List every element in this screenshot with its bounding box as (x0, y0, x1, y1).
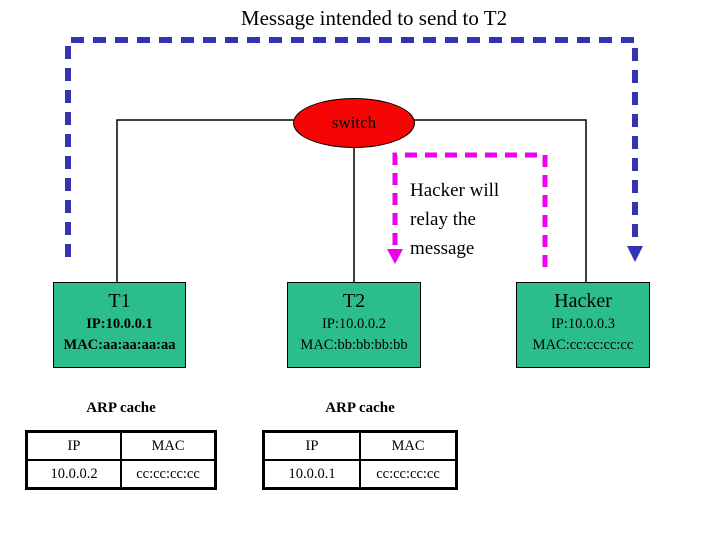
header-cell-ip: IP (262, 430, 361, 461)
arp-cache-title: ARP cache (325, 400, 395, 416)
cell-mac: cc:cc:cc:cc (359, 459, 458, 490)
header-cell-mac: MAC (120, 430, 217, 461)
relay-path-arrowhead (387, 249, 403, 264)
host-mac: MAC:cc:cc:cc:cc (532, 337, 634, 353)
hacker-relay-note: Hacker will relay the message (410, 180, 500, 259)
host-name: Hacker (554, 290, 612, 312)
header-cell-mac: MAC (359, 430, 458, 461)
table-header-row: IP MAC (25, 430, 217, 461)
table-row: 10.0.0.1 cc:cc:cc:cc (262, 459, 458, 490)
host-box-t1: T1 IP:10.0.0.1 MAC:aa:aa:aa:aa (53, 282, 186, 368)
cell-ip: 10.0.0.1 (262, 459, 361, 490)
slide-title: Message intended to send to T2 (240, 6, 508, 30)
arp-cache-section-t2: ARP cache IP MAC 10.0.0.1 cc:cc:cc:cc (262, 400, 458, 490)
switch-label: switch (331, 113, 377, 132)
host-mac: MAC:bb:bb:bb:bb (300, 337, 408, 353)
table-row: 10.0.0.2 cc:cc:cc:cc (25, 459, 217, 490)
arp-cache-table: IP MAC 10.0.0.1 cc:cc:cc:cc (262, 430, 458, 490)
host-name: T1 (108, 290, 131, 312)
message-path-dashed-frame (65, 37, 638, 257)
switch-node: switch (293, 98, 415, 148)
host-ip: IP:10.0.0.3 (550, 316, 616, 332)
header-cell-ip: IP (25, 430, 122, 461)
cell-mac: cc:cc:cc:cc (120, 459, 217, 490)
arp-cache-table: IP MAC 10.0.0.2 cc:cc:cc:cc (25, 430, 217, 490)
host-box-hacker: Hacker IP:10.0.0.3 MAC:cc:cc:cc:cc (516, 282, 650, 368)
host-name: T2 (342, 290, 366, 312)
arp-cache-section-t1: ARP cache IP MAC 10.0.0.2 cc:cc:cc:cc (25, 400, 217, 490)
cell-ip: 10.0.0.2 (25, 459, 122, 490)
host-ip: IP:10.0.0.1 (86, 316, 153, 332)
host-ip: IP:10.0.0.2 (321, 316, 387, 332)
host-mac: MAC:aa:aa:aa:aa (63, 337, 176, 353)
host-box-t2: T2 IP:10.0.0.2 MAC:bb:bb:bb:bb (287, 282, 421, 368)
arp-cache-title: ARP cache (86, 400, 156, 416)
table-header-row: IP MAC (262, 430, 458, 461)
message-path-arrowhead (627, 246, 643, 262)
